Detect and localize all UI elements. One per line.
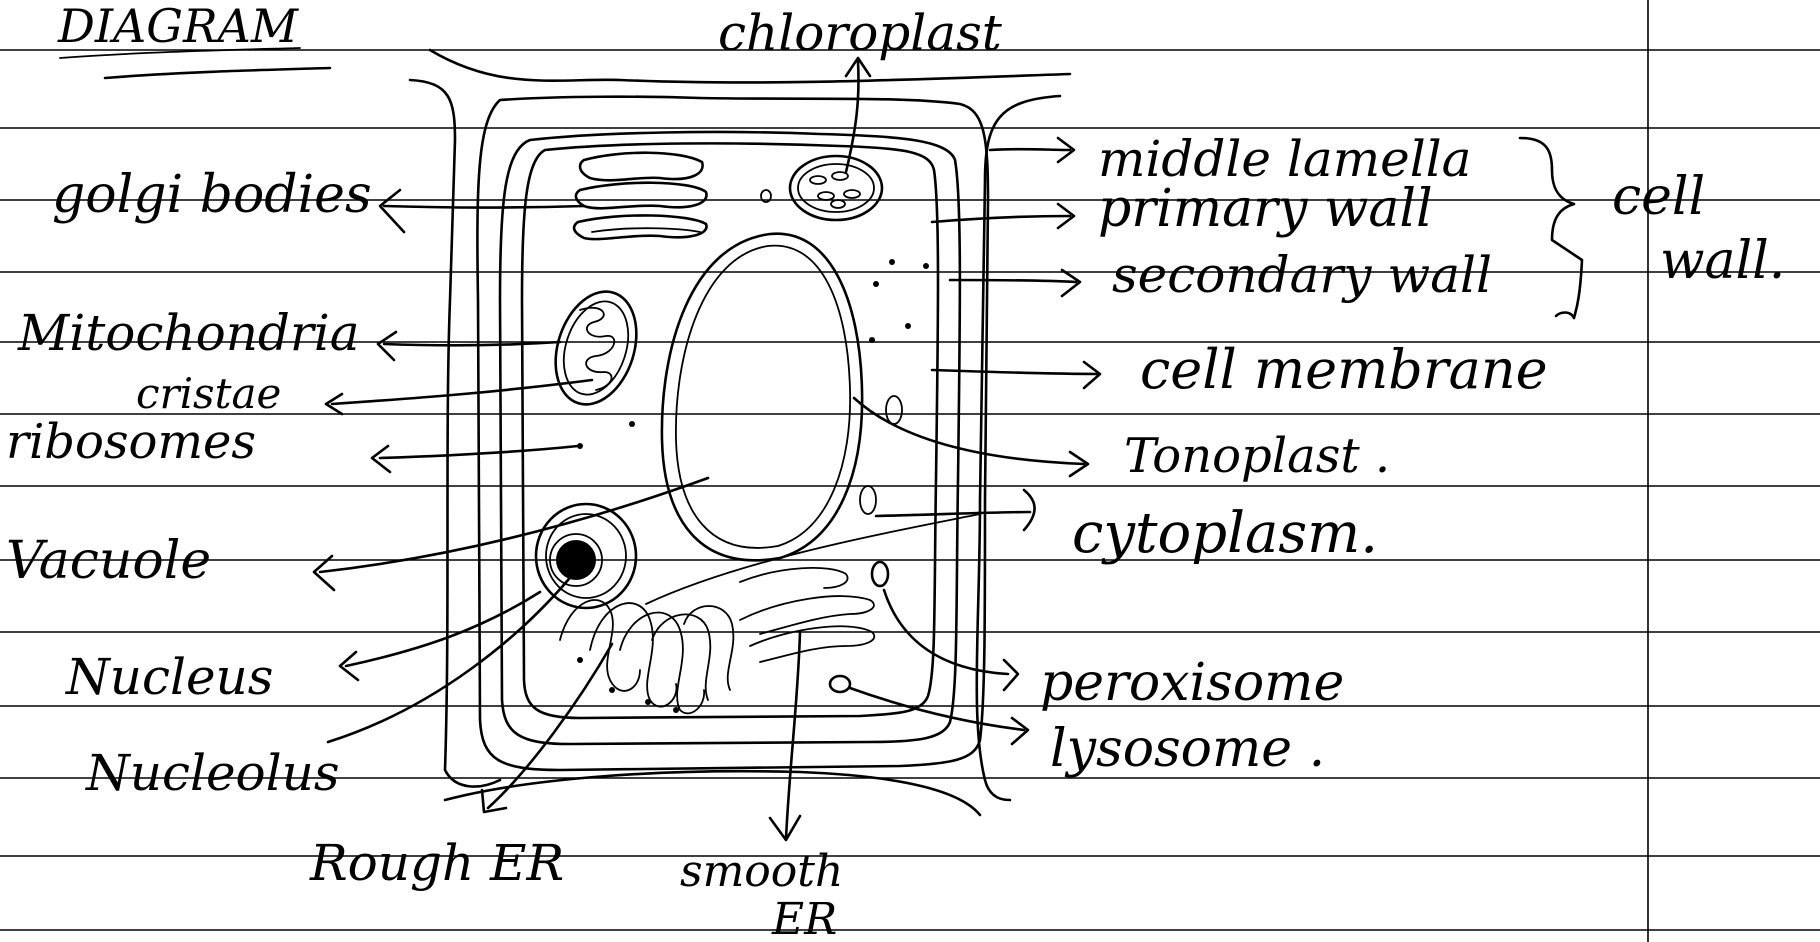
arrowhead: [380, 190, 404, 232]
label-mitochondria: Mitochondria: [17, 304, 360, 362]
leader-line-cristae: [332, 380, 592, 404]
leader-line-cytoplasm: [876, 512, 1030, 516]
leader-line-chloroplast: [846, 62, 859, 172]
rough-er-membrane: [620, 613, 704, 714]
golgi-cisterna: [576, 183, 707, 209]
label-smooth-er-line2: ER: [771, 894, 837, 942]
rough-er-membrane: [560, 600, 640, 691]
ribosome-dot: [905, 323, 911, 329]
label-primary-wall: primary wall: [1098, 179, 1433, 239]
ribosome-dot: [923, 263, 929, 269]
chloroplast-inner: [798, 164, 874, 212]
golgi-cisterna: [592, 228, 700, 232]
diagram-heading: DIAGRAM: [57, 0, 300, 53]
leader-line-golgi: [384, 206, 584, 208]
label-cell-wall: cell: [1612, 167, 1705, 227]
mitochondrion-cristae: [580, 308, 614, 390]
nucleus-organelle: [536, 504, 636, 608]
leader-line-cell-membrane: [932, 370, 1098, 374]
label-cell-wall-line2: wall.: [1660, 231, 1785, 291]
peroxisome-organelle: [872, 562, 888, 586]
vesicle: [886, 396, 902, 424]
label-cell-membrane: cell membrane: [1140, 338, 1548, 401]
label-vacuole: Vacuole: [6, 531, 211, 591]
golgi-cisterna: [580, 153, 703, 181]
label-tonoplast: Tonoplast .: [1124, 428, 1390, 484]
leader-line-nucleolus: [328, 568, 578, 742]
golgi-apparatus: [574, 153, 706, 239]
ribosome-dot: [673, 707, 679, 713]
endoplasmic-reticulum: [560, 568, 874, 713]
mitochondrion-inner: [553, 293, 640, 403]
label-chloroplast: chloroplast: [718, 4, 1003, 62]
golgi-cisterna: [574, 215, 706, 239]
rough-er-membrane: [684, 606, 733, 690]
leader-line-cytoplasm-extra: [646, 514, 980, 604]
lysosome-organelle: [830, 676, 850, 692]
label-lysosome: lysosome .: [1050, 719, 1325, 779]
ribosome-dot: [609, 687, 615, 693]
ribosome-dot: [629, 421, 635, 427]
leader-line-secondary-wall: [950, 280, 1076, 282]
ribosome-dot: [873, 281, 879, 287]
mitochondrion: [542, 281, 650, 415]
granum: [810, 176, 826, 184]
arrowhead: [314, 556, 334, 590]
secondary-wall-outline: [500, 132, 960, 744]
leader-line-tonoplast: [854, 398, 1084, 464]
chloroplast-membrane: [790, 156, 882, 220]
arrowhead: [1024, 490, 1035, 530]
ribosome-dot: [889, 259, 895, 265]
leader-line-rough-er: [488, 644, 612, 808]
ribosome-dot: [577, 657, 583, 663]
chloroplast-organelle: [790, 156, 882, 220]
label-secondary-wall: secondary wall: [1112, 246, 1492, 304]
leader-line-vacuole: [320, 478, 708, 572]
rough-er-membrane: [590, 603, 677, 707]
arrowhead: [1012, 718, 1028, 744]
vacuole-inner: [676, 246, 850, 548]
vesicle: [860, 486, 876, 514]
leader-line-middle-lamella: [990, 149, 1070, 150]
label-smooth-er: smooth: [680, 846, 843, 897]
nucleolus-organelle: [556, 540, 596, 580]
ribosome-dot: [869, 337, 875, 343]
label-ribosomes: ribosomes: [6, 414, 256, 470]
plant-cell: [410, 50, 1070, 815]
smooth-er-membrane: [740, 568, 848, 588]
label-cristae: cristae: [136, 369, 281, 418]
arrowhead: [378, 332, 396, 360]
cell-wall-brace: [1520, 138, 1582, 318]
labels: chloroplast golgi bodies Mitochondria cr…: [6, 4, 1785, 942]
ribosome-dot: [645, 699, 651, 705]
smooth-er-membrane: [740, 596, 874, 634]
rough-er-membrane: [652, 614, 710, 700]
label-cytoplasm: cytoplasm.: [1072, 501, 1378, 566]
mitochondrion-outer: [542, 281, 650, 415]
label-peroxisome: peroxisome: [1040, 653, 1344, 713]
leader-line-nucleus: [346, 592, 540, 666]
leader-line-smooth-er: [786, 632, 800, 838]
label-nucleus: Nucleus: [65, 648, 273, 706]
label-nucleolus: Nucleolus: [85, 744, 340, 802]
label-rough-er: Rough ER: [309, 834, 564, 892]
leader-line-primary-wall: [932, 216, 1070, 222]
leader-line-lysosome: [850, 688, 1024, 730]
granum: [818, 192, 834, 200]
granum: [831, 200, 845, 208]
granum: [844, 190, 860, 198]
heading-underline: [105, 68, 330, 78]
label-golgi-bodies: golgi bodies: [52, 165, 372, 225]
